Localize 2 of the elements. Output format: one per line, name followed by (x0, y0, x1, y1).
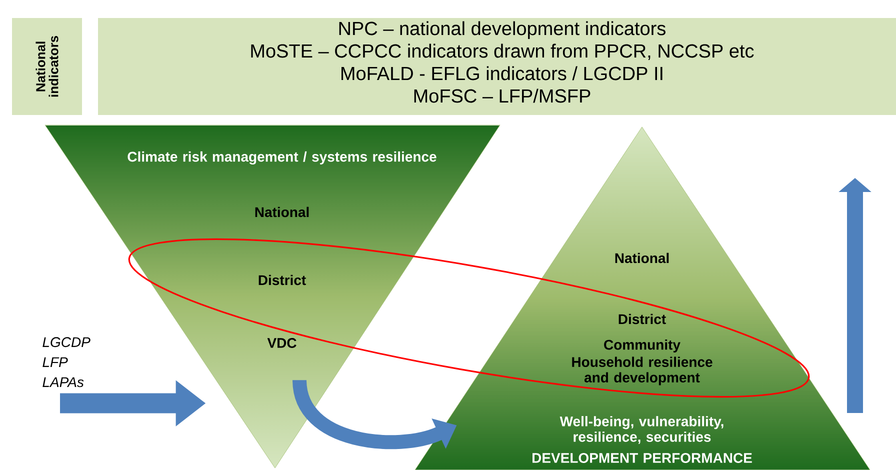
side-label-box: National indicators (12, 18, 82, 115)
indicator-box: NPC – national development indicators MoSTE – CCPCC indicators drawn from PPCR, NCCSP etc MoFALD - EFLG indicators / LGCDP II MoFSC – LFP/MSFP (98, 18, 896, 115)
